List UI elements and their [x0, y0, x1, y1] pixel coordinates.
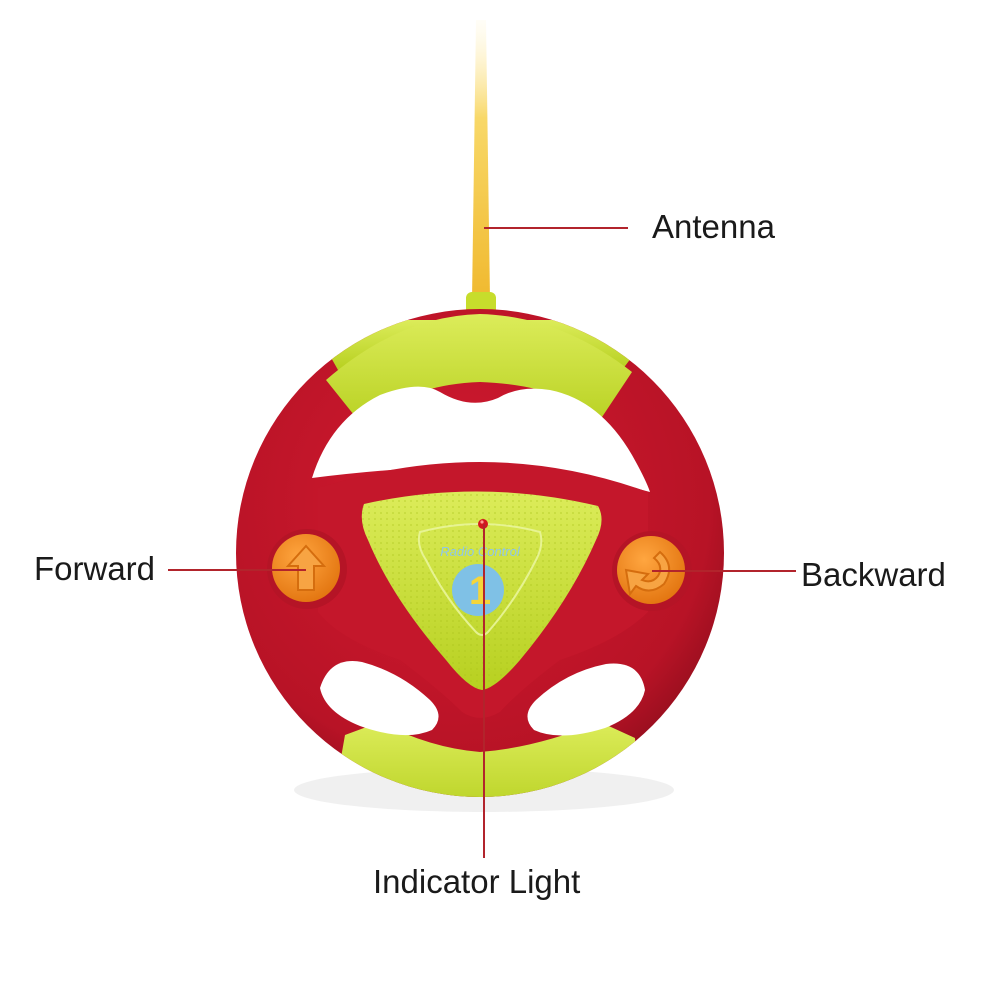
- top-grip: [310, 314, 660, 430]
- indicator-light-label: Indicator Light: [373, 863, 581, 900]
- leader-lines: [168, 227, 796, 858]
- up-arrow-icon: [285, 544, 327, 591]
- channel-badge: [452, 564, 504, 616]
- antenna-label: Antenna: [652, 208, 775, 245]
- backward-label: Backward: [801, 556, 946, 593]
- steering-wheel: Radio Control 1: [236, 309, 724, 797]
- antenna: [466, 20, 496, 318]
- channel-number: 1: [469, 569, 491, 613]
- u-turn-arrow-icon: [624, 550, 671, 597]
- forward-label: Forward: [34, 550, 156, 587]
- forward-button[interactable]: [267, 529, 347, 609]
- lower-left-window: [320, 661, 439, 736]
- upper-window: [312, 386, 650, 492]
- panel-text: Radio Control: [440, 544, 521, 559]
- lower-right-window: [527, 663, 645, 736]
- center-panel: Radio Control 1: [361, 491, 602, 690]
